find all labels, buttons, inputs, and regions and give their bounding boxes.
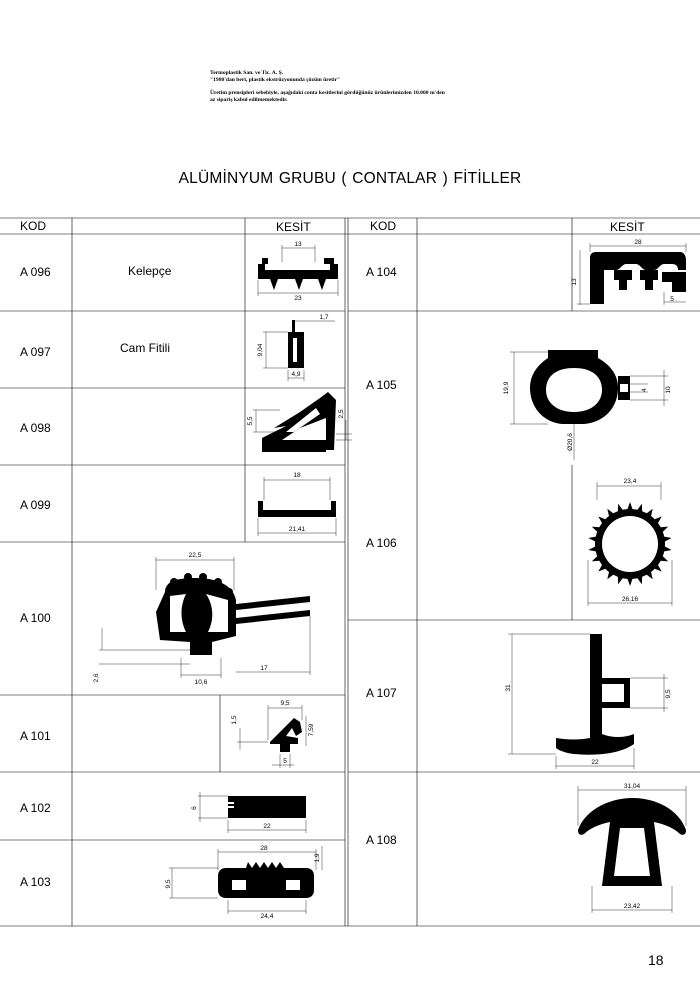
order-notice-line-1: Üretim prensipleri sebebiyle, aşağıdaki … [210, 90, 445, 96]
profile-a104 [577, 243, 687, 305]
company-header: Termoplastik San. ve Tic. A. Ş. "1980'da… [210, 70, 445, 104]
dim-a097-height: 9,04 [257, 343, 264, 356]
dim-a107-bottom: 22 [591, 759, 599, 766]
dim-a104-left: 13 [571, 278, 578, 286]
profile-a096 [257, 245, 339, 296]
dim-a107-right: 9,5 [665, 689, 672, 698]
dim-a096-top: 13 [294, 241, 302, 248]
dim-a107-height: 31 [505, 684, 512, 692]
code-a107: A 107 [366, 686, 397, 700]
profile-a098 [253, 392, 352, 452]
desc-a097: Cam Fitili [120, 341, 170, 355]
code-a103: A 103 [20, 875, 51, 889]
profile-a097 [263, 320, 335, 381]
dim-a106-bottom: 26,16 [622, 596, 639, 603]
code-a102: A 102 [20, 801, 51, 815]
page-number: 18 [648, 952, 664, 968]
dim-a108-bottom: 23,42 [624, 903, 641, 910]
code-a097: A 097 [20, 345, 51, 359]
code-a101: A 101 [20, 729, 51, 743]
dim-a100-bottom: 10,6 [195, 679, 208, 686]
order-notice-line-2: az sipariş kabul edilmemektedir. [210, 97, 288, 103]
dimension-labels: 13 23 1,7 9,04 4,9 5,5 2,5 18 21,41 22,5… [93, 239, 674, 920]
code-a096: A 096 [20, 265, 51, 279]
code-a100: A 100 [20, 611, 51, 625]
profile-a106 [587, 482, 673, 606]
dim-a101-top: 9,5 [280, 700, 289, 707]
profile-a102 [198, 792, 307, 833]
dim-a100-left: 2,6 [93, 673, 100, 682]
profile-a103 [169, 846, 323, 914]
dim-a108-top: 31,04 [624, 783, 641, 790]
dim-a097-top: 1,7 [319, 314, 328, 321]
code-a106: A 106 [366, 536, 397, 550]
dim-a097-width: 4,9 [291, 371, 300, 378]
dim-a103-top: 28 [260, 845, 268, 852]
dim-a100-right: 17 [260, 665, 268, 672]
dim-a106-top: 23,4 [624, 478, 637, 485]
page-title: ALÜMİNYUM GRUBU ( CONTALAR ) FİTİLLER [178, 170, 522, 187]
dim-a102-height: 6 [191, 806, 198, 810]
code-a099: A 099 [20, 498, 51, 512]
dim-a105-inner: 4 [641, 388, 648, 392]
dim-a101-bottom: 5 [283, 758, 287, 765]
code-a108: A 108 [366, 833, 397, 847]
code-a104: A 104 [366, 265, 397, 279]
right-col-kod-header: KOD [370, 219, 397, 233]
dim-a104-top: 28 [634, 239, 642, 246]
dim-a103-left: 9,5 [165, 879, 172, 888]
dim-a099-bottom: 21,41 [289, 526, 306, 533]
dim-a096-bottom: 23 [294, 295, 302, 302]
desc-a096: Kelepçe [128, 264, 172, 278]
dim-a102-width: 22 [263, 823, 271, 830]
code-a105: A 105 [366, 378, 397, 392]
dim-a105-diameter: Ø20,6 [567, 433, 574, 451]
profile-a108 [577, 786, 687, 913]
right-col-kesit-header: KESİT [610, 220, 645, 234]
company-name: Termoplastik San. ve Tic. A. Ş. [210, 70, 284, 76]
dim-a100-top: 22,5 [189, 552, 202, 559]
dim-a105-height: 19,9 [503, 381, 510, 394]
dim-a098-right: 2,5 [338, 409, 345, 418]
dim-a103-bottom: 24,4 [261, 913, 274, 920]
profile-a099 [257, 477, 337, 536]
dim-a105-outer: 10 [665, 386, 672, 394]
company-slogan: "1980'dan beri, plastik ekstrüzyonunda ç… [210, 77, 341, 83]
left-col-kod-header: KOD [20, 219, 47, 233]
left-col-kesit-header: KESİT [276, 220, 311, 234]
profile-a101 [237, 705, 307, 768]
dim-a101-left: 1,5 [231, 715, 238, 724]
dim-a098-left: 5,5 [247, 416, 254, 425]
dim-a099-top: 18 [293, 472, 301, 479]
dim-a101-right: 7,59 [308, 723, 315, 736]
code-a098: A 098 [20, 421, 51, 435]
dim-a104-bottom: 5 [670, 296, 674, 303]
profile-a100 [99, 557, 311, 678]
profile-a107 [508, 633, 668, 769]
profile-a105 [510, 350, 668, 460]
dim-a103-right: 1,9 [314, 853, 321, 862]
